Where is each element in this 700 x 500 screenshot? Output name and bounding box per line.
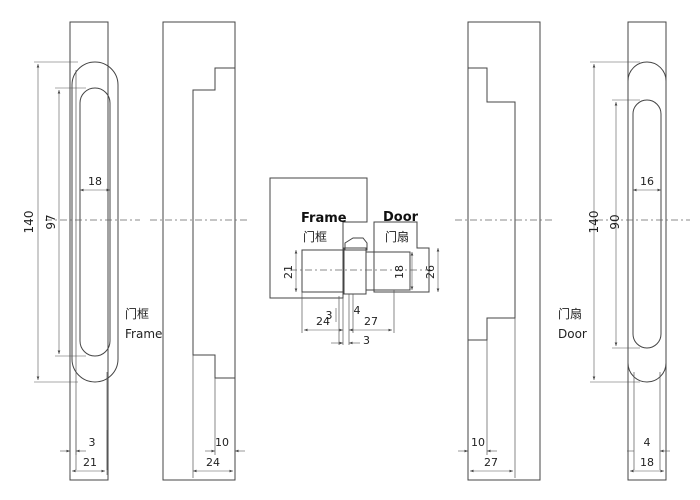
door-side-dim-step: 10 [471, 436, 485, 449]
frame-slot [79, 87, 111, 357]
section-door-cn: 门扇 [385, 229, 409, 244]
section-frame-cn: 门框 [303, 229, 327, 244]
door-side-outline [467, 21, 541, 481]
section-dim-body-door: 18 [393, 265, 406, 279]
frame-dim-slot-length: 97 [44, 214, 58, 229]
frame-label-en: Frame [125, 327, 162, 341]
frame-plate-outline [69, 21, 109, 481]
section-dim-body-frame: 21 [282, 265, 295, 279]
cross-section-view: Frame 门框 Door 门扇 21 18 26 3 4 24 27 3 [269, 177, 440, 347]
door-slot [632, 99, 662, 349]
frame-dim-offset: 3 [89, 436, 96, 449]
door-label-cn: 门扇 [558, 306, 582, 321]
door-dim-offset: 4 [644, 436, 651, 449]
frame-dim-height: 140 [22, 211, 36, 234]
section-dim-door-leaf: 26 [424, 265, 437, 279]
door-side-pocket [468, 67, 516, 341]
section-door-en: Door [383, 210, 419, 225]
frame-side-outline [162, 21, 236, 481]
section-hinge-frame-part [301, 249, 345, 293]
door-dim-slot-width: 16 [640, 175, 654, 188]
frame-side-dim-step: 10 [215, 436, 229, 449]
section-frame-en: Frame [301, 211, 347, 226]
section-door-body [373, 221, 430, 293]
frame-front-view: 140 97 18 3 21 门框 Frame [22, 21, 162, 481]
frame-outer-cutout [71, 61, 119, 383]
section-hinge-knuckle [343, 247, 367, 295]
section-frame-body [269, 177, 368, 299]
door-dim-slot-length: 90 [608, 214, 622, 229]
door-front-view: 140 90 16 4 18 门扇 Door [558, 21, 690, 481]
section-hinge-cap [344, 237, 368, 251]
door-side-dim-depth: 27 [484, 456, 498, 469]
door-label-en: Door [558, 327, 587, 341]
door-dim-width: 18 [640, 456, 654, 469]
section-dim-frame-depth: 24 [316, 315, 330, 328]
section-dim-gap-frame: 3 [326, 309, 333, 322]
door-dim-height: 140 [587, 211, 601, 234]
section-dim-door-depth: 27 [364, 315, 378, 328]
frame-side-dim-depth: 24 [206, 456, 220, 469]
frame-dim-width: 21 [83, 456, 97, 469]
section-dim-center: 3 [363, 334, 370, 347]
door-side-view: 10 27 [455, 21, 552, 481]
section-dim-gap-door: 4 [354, 304, 361, 317]
door-outer-cutout [627, 61, 667, 383]
frame-label-cn: 门框 [125, 306, 149, 321]
frame-dim-slot-width: 18 [88, 175, 102, 188]
section-hinge-door-part [365, 251, 411, 291]
frame-side-view: 10 24 [150, 21, 248, 481]
frame-side-pocket [192, 67, 235, 379]
